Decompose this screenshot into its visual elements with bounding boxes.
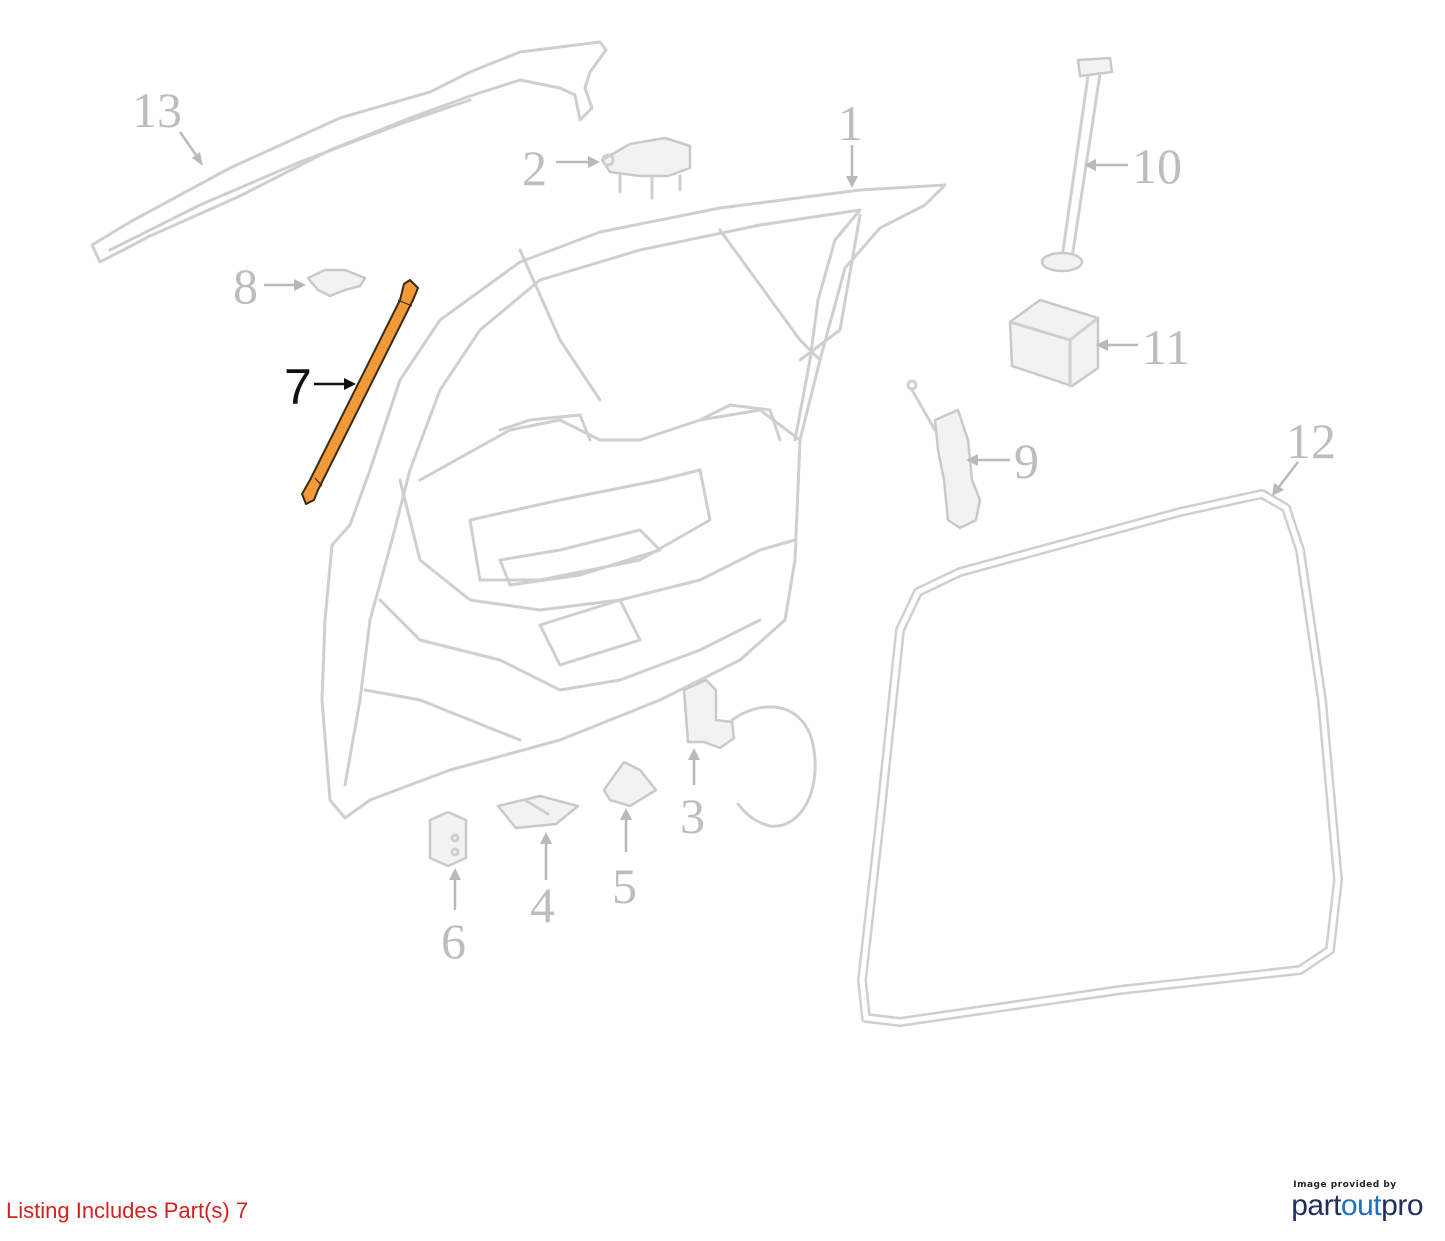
callout-10: 10: [1132, 138, 1182, 194]
brand-logo-out: out: [1340, 1189, 1382, 1222]
part-5-striker: [602, 760, 658, 808]
part-7-strut: [301, 279, 419, 505]
part-8-stopper: [306, 268, 367, 298]
callout-8: 8: [233, 258, 258, 314]
callout-7: 7: [284, 359, 312, 415]
brand-logo: partoutpro: [1291, 1190, 1423, 1222]
callout-12: 12: [1286, 413, 1336, 469]
part-13-spoiler: [90, 40, 608, 264]
leader-arrows: [178, 131, 1299, 910]
callout-13: 13: [132, 82, 182, 138]
part-9-actuator: [906, 379, 982, 530]
part-4-plate: [496, 794, 580, 830]
part-11-module: [1008, 298, 1100, 388]
callout-3: 3: [680, 788, 705, 844]
callout-9: 9: [1014, 433, 1039, 489]
brand-caption: Image provided by: [1293, 1180, 1397, 1190]
callout-6: 6: [441, 913, 466, 969]
callout-5: 5: [612, 858, 637, 914]
callout-11: 11: [1142, 319, 1190, 375]
callout-1: 1: [838, 95, 863, 151]
callout-labels: 13 2 1 10 8 7 11 9 12 3 5 4 6: [132, 82, 1336, 969]
callout-2: 2: [522, 140, 547, 196]
part-2-hinge: [600, 136, 692, 200]
part-12-seal: [857, 489, 1343, 1027]
brand-logo-pro: pro: [1381, 1189, 1423, 1222]
brand-attribution: Image provided by partoutpro: [1291, 1180, 1423, 1222]
part-6-block: [428, 810, 468, 868]
part-10-rod: [1040, 56, 1114, 273]
callout-4: 4: [530, 877, 555, 933]
brand-logo-part: part: [1291, 1189, 1341, 1222]
part-1-liftgate: [320, 183, 947, 820]
listing-note: Listing Includes Part(s) 7: [6, 1198, 249, 1223]
part-3-latch: [682, 678, 817, 828]
